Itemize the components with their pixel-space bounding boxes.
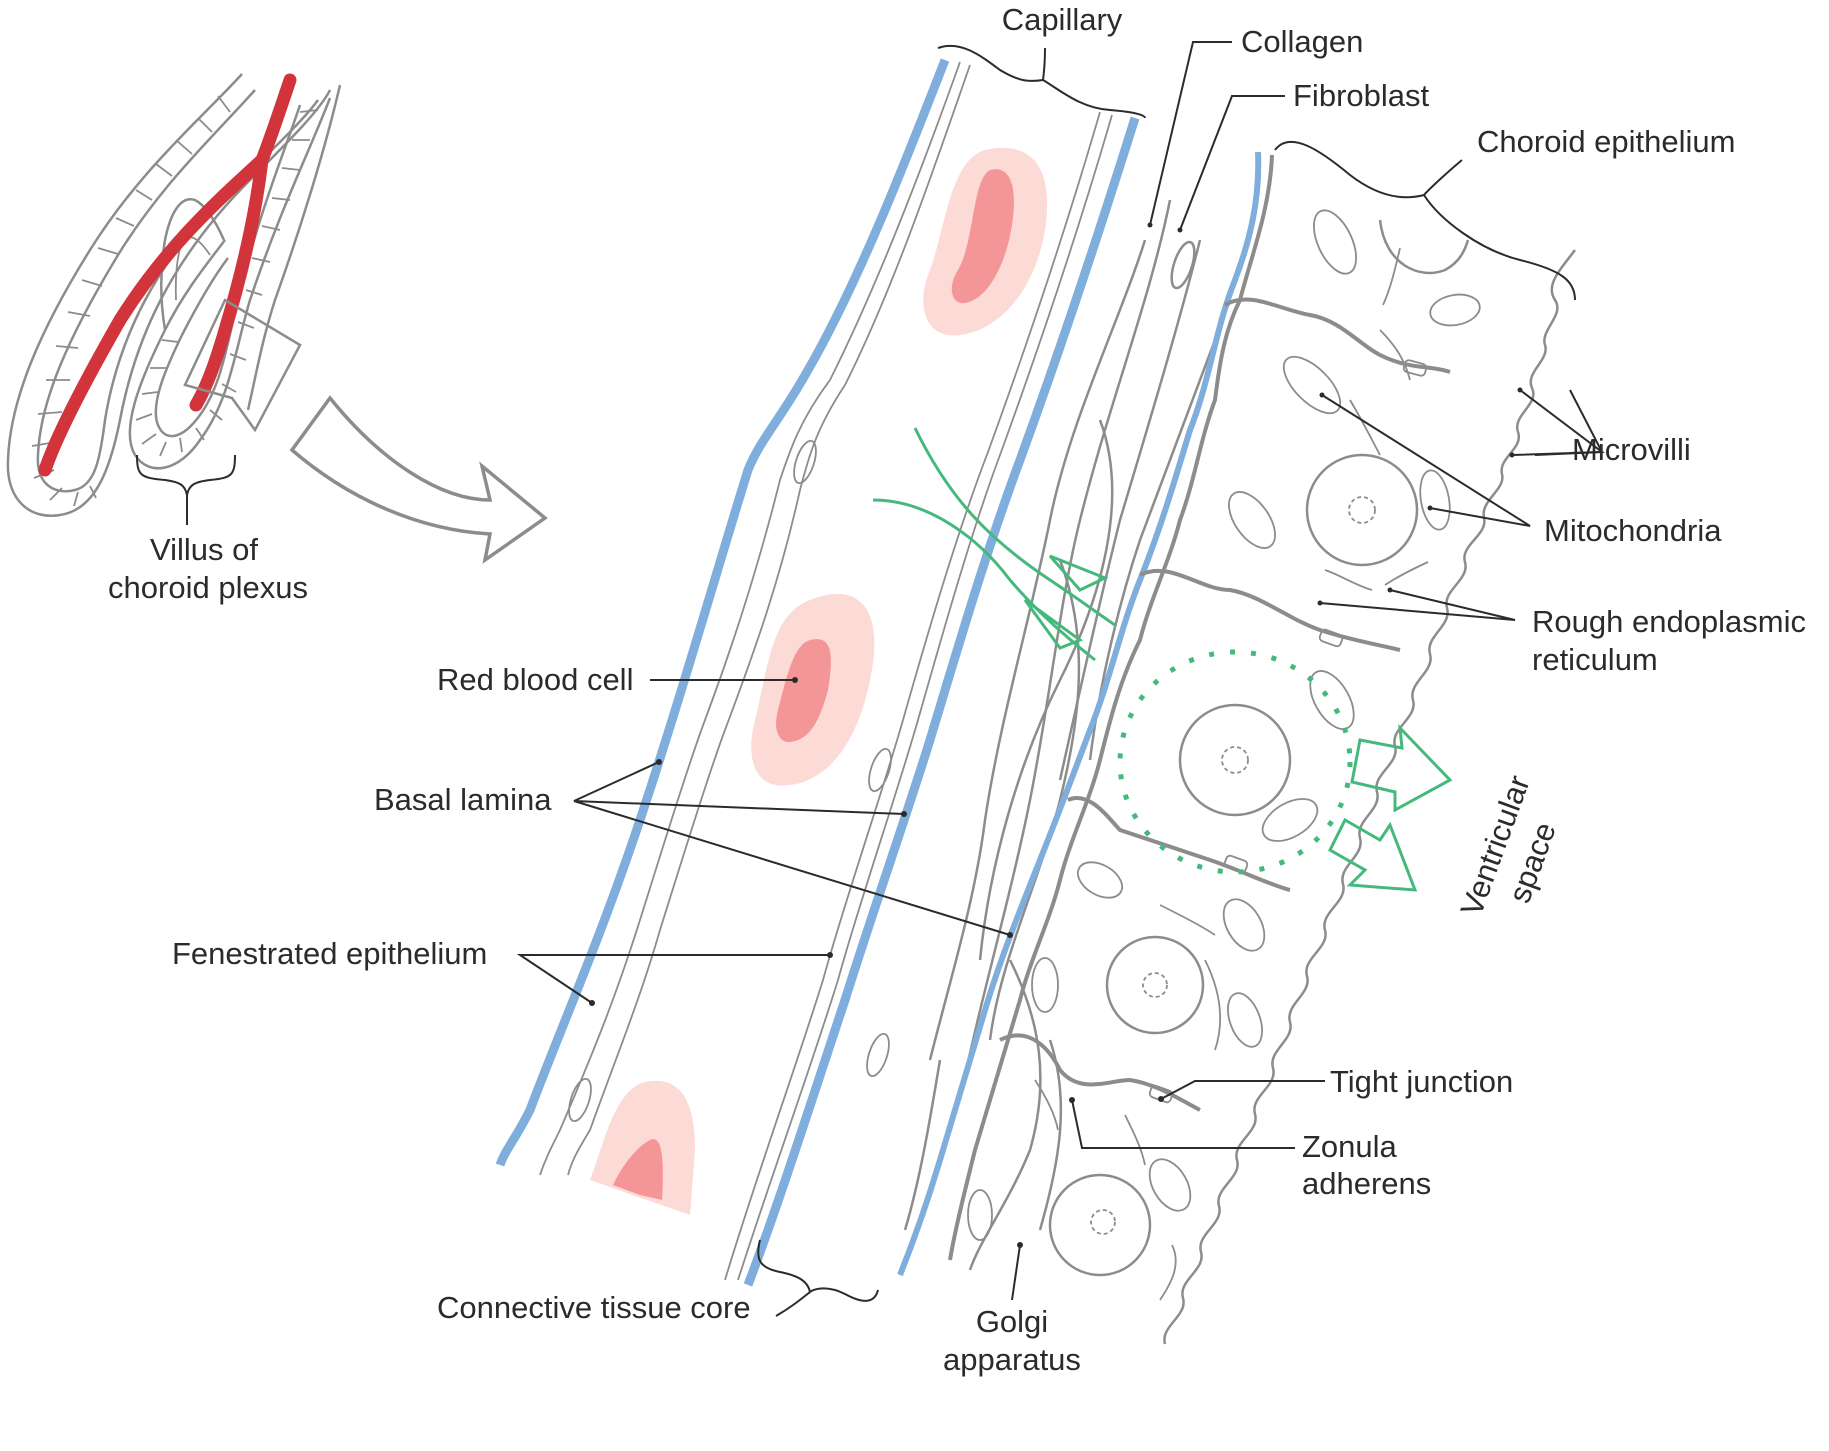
label-villus-line2: choroid plexus xyxy=(108,570,308,605)
choroid-epithelium-brace xyxy=(1274,140,1576,301)
rough-er-shapes xyxy=(1034,247,1429,1301)
label-connective-tissue-core: Connective tissue core xyxy=(437,1290,751,1325)
label-rough-er-line1: Rough endoplasmic xyxy=(1532,604,1806,639)
label-microvilli: Microvilli xyxy=(1572,432,1691,467)
villus-brace xyxy=(136,454,236,496)
label-rough-er-line2: reticulum xyxy=(1532,642,1658,677)
label-basal-lamina: Basal lamina xyxy=(374,782,552,817)
label-collagen: Collagen xyxy=(1241,24,1363,59)
mitochondria-shapes xyxy=(967,209,1481,1241)
label-fibroblast: Fibroblast xyxy=(1293,78,1429,113)
choroid-epithelium-cells xyxy=(948,154,1576,1345)
capillary-brace xyxy=(937,44,1146,119)
magnification-box xyxy=(183,298,302,433)
label-tight-junction: Tight junction xyxy=(1330,1064,1513,1099)
label-red-blood-cell: Red blood cell xyxy=(437,662,633,697)
microvilli-edge xyxy=(1163,249,1576,1345)
villus-overview: Villus of choroid plexus xyxy=(6,73,342,605)
label-golgi-line1: Golgi xyxy=(976,1304,1048,1339)
fluid-flow xyxy=(872,427,1453,892)
magnify-arrow-icon xyxy=(289,395,548,564)
red-blood-cells xyxy=(590,147,1048,1215)
label-fenestrated-epithelium: Fenestrated epithelium xyxy=(172,936,487,971)
flow-arrow-ventricle-2 xyxy=(1328,817,1418,892)
capillary xyxy=(495,58,1140,1287)
epithelial-basal-lamina xyxy=(897,151,1262,1277)
connective-tissue-brace xyxy=(757,1239,879,1317)
flow-arrow-ventricle-1 xyxy=(1350,723,1453,813)
label-zonula-line2: adherens xyxy=(1302,1166,1431,1201)
flow-arrow-head-2 xyxy=(1023,598,1084,650)
label-capillary: Capillary xyxy=(1002,2,1123,37)
label-choroid-epithelium: Choroid epithelium xyxy=(1477,124,1735,159)
label-golgi-line2: apparatus xyxy=(943,1342,1081,1377)
label-mitochondria: Mitochondria xyxy=(1544,513,1722,548)
label-zonula-line1: Zonula xyxy=(1302,1129,1398,1164)
flow-arrow-head-1 xyxy=(1048,554,1109,592)
transcellular-transport xyxy=(1117,649,1353,875)
label-villus-line1: Villus of xyxy=(150,532,258,567)
